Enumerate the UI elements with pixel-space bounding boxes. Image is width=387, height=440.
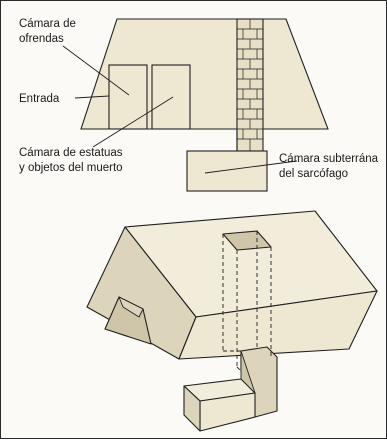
burial-chamber-section bbox=[186, 150, 268, 192]
label-offerings-line2: ofrendas bbox=[19, 33, 64, 45]
perspective-view bbox=[86, 210, 378, 432]
label-burial-line2: del sarcófago bbox=[279, 168, 348, 180]
offerings-chamber-room bbox=[108, 64, 148, 130]
leader-statue bbox=[92, 96, 174, 148]
statue-chamber-room bbox=[151, 64, 191, 130]
label-offerings-line1: Cámara de bbox=[19, 18, 76, 30]
label-burial-line1: Cámara subterrána bbox=[279, 153, 379, 165]
leader-burial bbox=[204, 160, 298, 174]
burial-box-left bbox=[183, 385, 201, 432]
leader-offerings bbox=[62, 45, 130, 96]
hidden-shaft-lines bbox=[222, 231, 272, 372]
label-statue-line2: y objetos del muerto bbox=[19, 162, 123, 174]
mastaba-front-face bbox=[178, 290, 378, 360]
section-view bbox=[80, 18, 329, 192]
label-entrance: Entrada bbox=[19, 93, 60, 105]
shaft-bricks bbox=[237, 19, 263, 151]
leader-lines bbox=[62, 45, 298, 174]
leader-entrance bbox=[74, 95, 110, 99]
label-statue-line1: Cámara de estatuas bbox=[19, 147, 123, 159]
